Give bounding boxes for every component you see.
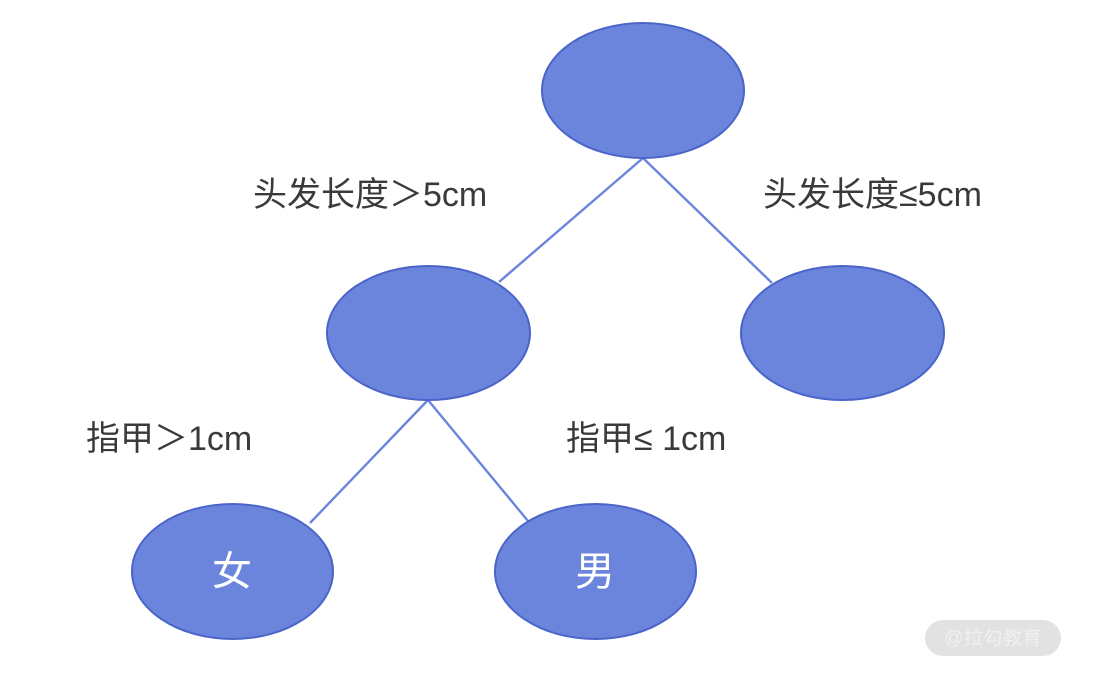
edge-label-hair-less-equal: 头发长度≤5cm <box>763 176 982 214</box>
edge-mid-to-leaf-left <box>309 399 429 524</box>
edge-label-nail-less-equal: 指甲≤ 1cm <box>566 420 727 458</box>
node-leaf-male: 男 <box>494 503 697 640</box>
watermark-text: @拉勾教育 <box>944 627 1042 649</box>
node-leaf-female-label: 女 <box>212 549 253 594</box>
node-leaf-female: 女 <box>131 503 334 640</box>
edge-label-nail-greater: 指甲＞1cm <box>86 420 253 458</box>
node-short-hair <box>740 265 945 401</box>
node-hair-branch <box>326 265 531 401</box>
node-leaf-male-label: 男 <box>575 549 616 594</box>
edge-root-to-right <box>642 157 773 284</box>
watermark-badge: @拉勾教育 <box>925 620 1061 656</box>
edge-mid-to-leaf-right <box>427 399 529 522</box>
edge-label-hair-greater: 头发长度＞5cm <box>253 176 488 214</box>
node-root <box>541 22 745 159</box>
edge-root-to-mid <box>498 157 644 283</box>
